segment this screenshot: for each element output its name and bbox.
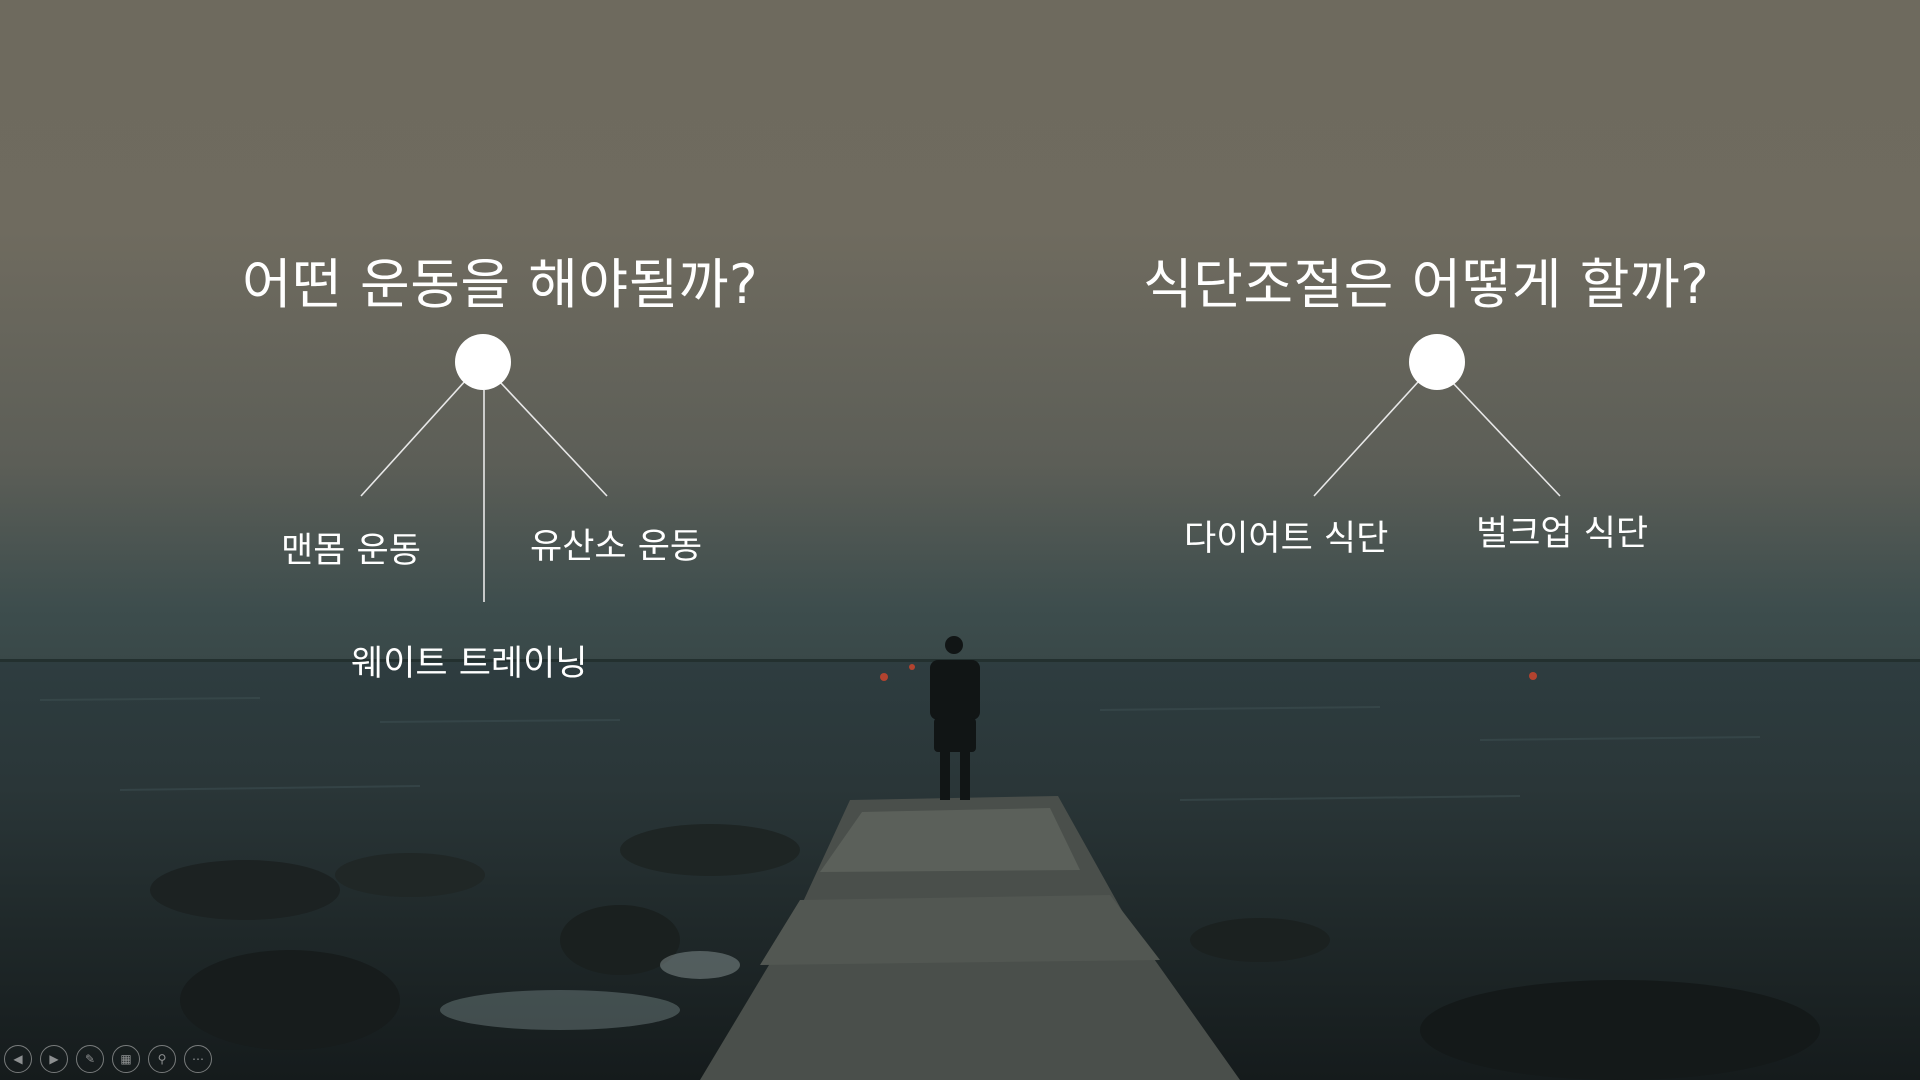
zoom-button[interactable]: ⚲ <box>148 1045 176 1073</box>
slideshow-toolbar: ◀ ▶ ✎ ▦ ⚲ ⋯ <box>4 1045 212 1073</box>
all-slides-button[interactable]: ▦ <box>112 1045 140 1073</box>
cardio-exercise-label: 유산소 운동 <box>530 527 703 567</box>
arrow-right-icon: ▶ <box>49 1052 59 1066</box>
magnifier-icon: ⚲ <box>157 1052 167 1066</box>
arrow-left-icon: ◀ <box>13 1052 23 1066</box>
exercise-node <box>455 334 511 390</box>
bulk-up-meal-label: 벌크업 식단 <box>1476 514 1649 554</box>
ellipsis-icon: ⋯ <box>192 1052 204 1066</box>
diet-meal-label: 다이어트 식단 <box>1184 519 1389 559</box>
grid-icon: ▦ <box>120 1052 132 1066</box>
pen-button[interactable]: ✎ <box>76 1045 104 1073</box>
weight-training-label: 웨이트 트레이닝 <box>351 644 588 684</box>
pen-icon: ✎ <box>84 1052 96 1066</box>
next-slide-button[interactable]: ▶ <box>40 1045 68 1073</box>
exercise-question: 어떤 운동을 해야될까? <box>242 253 759 316</box>
diet-question: 식단조절은 어떻게 할까? <box>1143 253 1710 316</box>
more-options-button[interactable]: ⋯ <box>184 1045 212 1073</box>
bodyweight-exercise-label: 맨몸 운동 <box>281 531 421 571</box>
sky-background <box>0 0 1920 662</box>
diet-node <box>1409 334 1465 390</box>
previous-slide-button[interactable]: ◀ <box>4 1045 32 1073</box>
